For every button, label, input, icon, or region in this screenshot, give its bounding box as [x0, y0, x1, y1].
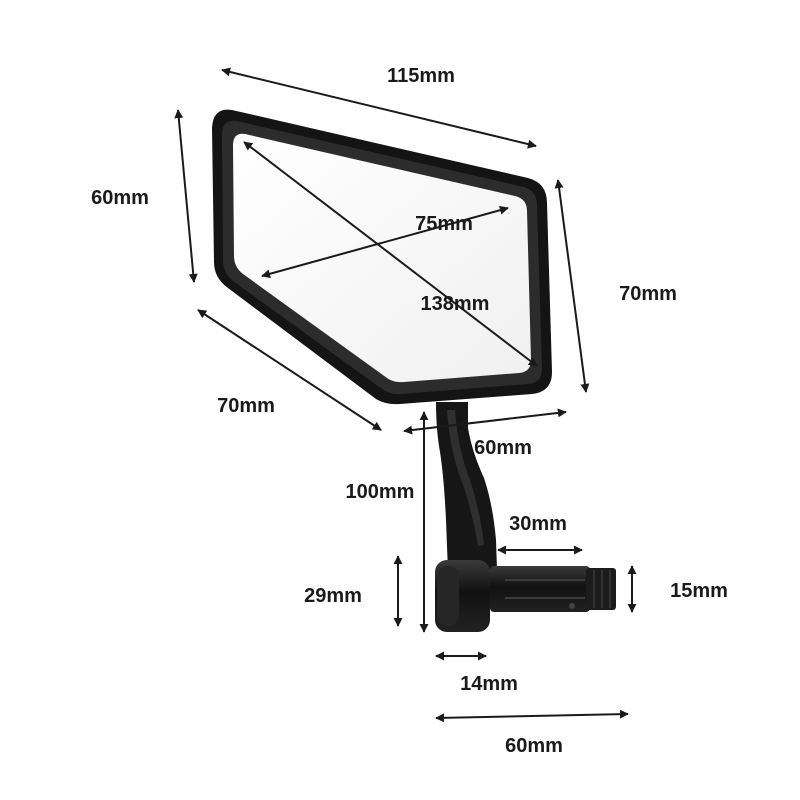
label-stem-height: 100mm	[346, 481, 415, 503]
arrow-left-height	[174, 109, 198, 283]
label-clamp-height: 29mm	[304, 585, 362, 607]
bar-end-tip-ridges	[593, 570, 611, 608]
label-bar-diameter: 15mm	[670, 580, 728, 602]
label-right-height: 70mm	[619, 283, 677, 305]
arrow-diagonal-large	[243, 141, 538, 367]
label-clamp-length: 30mm	[509, 513, 567, 535]
mirror-product	[212, 109, 616, 632]
label-top-width: 115mm	[387, 65, 455, 87]
label-clamp-width: 14mm	[460, 673, 518, 695]
clamp-face	[437, 566, 459, 626]
bar-insert	[490, 566, 590, 612]
arrow-right-height	[554, 179, 590, 393]
label-mirror-base-width: 60mm	[474, 437, 532, 459]
label-diagonal-large: 138mm	[421, 293, 490, 315]
arrow-top-width	[221, 67, 537, 149]
dimension-arrows	[174, 67, 637, 723]
dimension-labels: 115mm 60mm 75mm 138mm 70mm 70mm 60mm 100…	[91, 65, 728, 757]
arrow-mirror-base-width	[403, 408, 567, 435]
label-overall-width: 60mm	[505, 735, 563, 757]
bar-insert-groove	[505, 579, 585, 599]
mirror-arm-highlight	[447, 410, 484, 546]
label-diagonal-small: 75mm	[415, 213, 473, 235]
bar-end-tip	[586, 568, 616, 610]
arrow-lower-left-edge	[197, 309, 382, 431]
screw-head	[569, 603, 575, 609]
arrow-overall-width	[435, 709, 629, 723]
label-lower-left-edge: 70mm	[217, 395, 275, 417]
label-left-height: 60mm	[91, 187, 149, 209]
